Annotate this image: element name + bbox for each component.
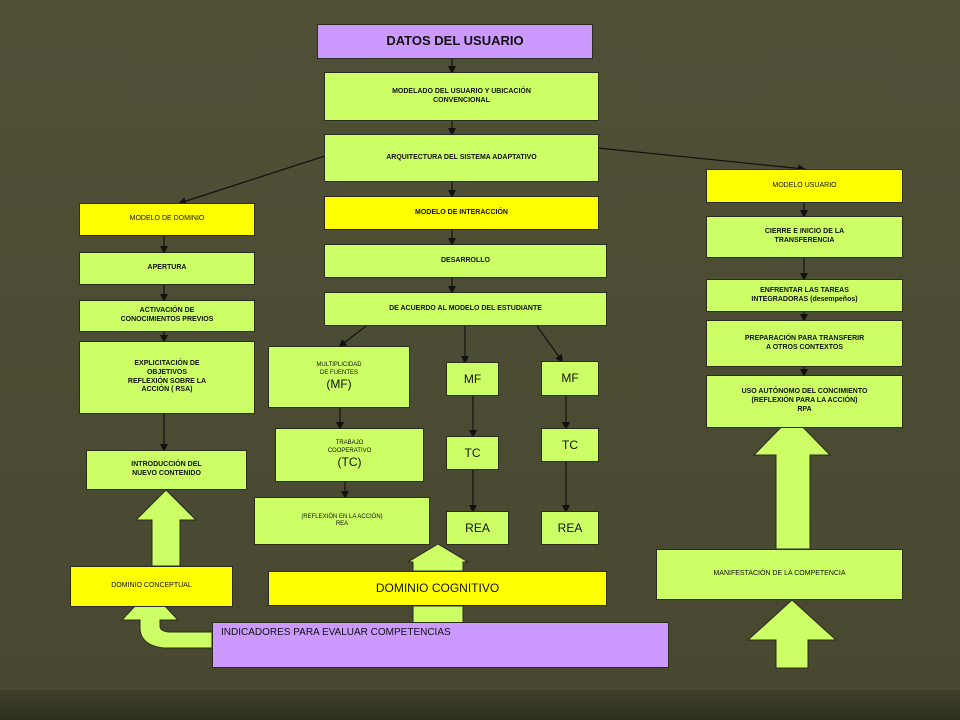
box-enfrentar: ENFRENTAR LAS TAREAS INTEGRADORAS (desem…: [706, 279, 903, 312]
box-acuerdo-modelo: DE ACUERDO AL MODELO DEL ESTUDIANTE: [324, 292, 607, 326]
box-modelo-dominio: MODELO DE DOMINIO: [79, 203, 255, 236]
trabajo-abbr: (TC): [337, 455, 362, 469]
arrow-arquitectura-dominio: [178, 154, 329, 205]
up-arrow-manifestacion: [752, 415, 832, 550]
box-tc-1: TC: [446, 436, 499, 470]
box-preparacion: PREPARACIÓN PARA TRANSFERIR A OTROS CONT…: [706, 320, 903, 367]
arrow-acuerdo-multiplicidad: [338, 325, 367, 348]
bottom-band: [0, 690, 960, 720]
multiplicidad-abbr: (MF): [326, 377, 352, 391]
box-dominio-cognitivo: DOMINIO COGNITIVO: [268, 571, 607, 606]
box-mf-1: MF: [446, 362, 499, 396]
title-text: DATOS DEL USUARIO: [386, 33, 524, 49]
box-tc-2: TC: [541, 428, 599, 462]
multiplicidad-text: MULTIPLICIDAD DE FUENTES: [316, 362, 362, 376]
box-rea-1: REA: [446, 511, 509, 545]
box-explicitacion: EXPLICITACIÓN DE OBJETIVOS REFLEXIÓN SOB…: [79, 341, 255, 414]
up-arrow-conceptual: [134, 489, 198, 567]
arrow-arquitectura-usuario: [597, 147, 806, 173]
box-modelo-usuario: MODELO USUARIO: [706, 169, 903, 203]
box-dominio-conceptual: DOMINIO CONCEPTUAL: [70, 566, 233, 607]
up-arrow-indicadores: [746, 599, 838, 669]
box-manifestacion: MANIFESTACIÓN DE LA COMPETENCIA: [656, 549, 903, 600]
box-indicadores: INDICADORES PARA EVALUAR COMPETENCIAS: [212, 622, 669, 668]
box-mf-2: MF: [541, 361, 599, 396]
up-arrow-cognitivo: [406, 543, 470, 572]
box-modelo-interaccion: MODELO DE INTERACCIÓN: [324, 196, 599, 230]
box-arquitectura: ARQUITECTURA DEL SISTEMA ADAPTATIVO: [324, 134, 599, 182]
box-trabajo-cooperativo: TRABAJO COOPERATIVO (TC): [275, 428, 424, 482]
trabajo-text: TRABAJO COOPERATIVO: [327, 440, 372, 454]
box-cierre: CIERRE E INICIO DE LA TRANSFERENCIA: [706, 216, 903, 258]
title-datos-usuario: DATOS DEL USUARIO: [317, 24, 593, 59]
arrow-acuerdo-mf2: [536, 325, 564, 363]
box-modelado-usuario: MODELADO DEL USUARIO Y UBICACIÓN CONVENC…: [324, 72, 599, 121]
box-reflexion-accion: (REFLEXIÓN EN LA ACCIÓN) REA: [254, 497, 430, 545]
box-apertura: APERTURA: [79, 252, 255, 285]
box-desarrollo: DESARROLLO: [324, 244, 607, 278]
box-multiplicidad-fuentes: MULTIPLICIDAD DE FUENTES (MF): [268, 346, 410, 408]
box-uso-autonomo: USO AUTÓNOMO DEL CONCIMIENTO (REFLEXIÓN …: [706, 375, 903, 428]
box-rea-2: REA: [541, 511, 599, 545]
box-activacion: ACTIVACIÓN DE CONOCIMIENTOS PREVIOS: [79, 300, 255, 332]
box-introduccion: INTRODUCCIÓN DEL NUEVO CONTENIDO: [86, 450, 247, 490]
